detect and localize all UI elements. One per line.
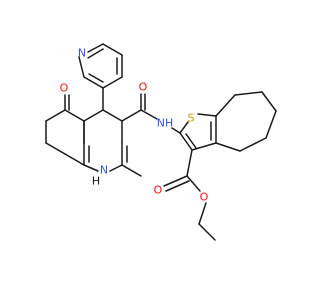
amide-linker [121, 93, 181, 134]
ring-nitrogen-hydrogen-label: H [92, 175, 100, 188]
ketone-oxygen-label: O [60, 82, 69, 95]
benzothiophene-ring [179, 91, 277, 152]
amide-nh-label: NH [157, 117, 174, 130]
atom-labels: O N O NH S O O N H [60, 47, 209, 204]
pyridine-nitrogen-label: N [78, 47, 86, 60]
pyridine-ring [78, 43, 123, 111]
amide-oxygen-label: O [139, 81, 148, 94]
molecule-structure: O N O NH S O O N H [45, 43, 277, 241]
ester-ether-oxygen-label: O [200, 191, 209, 204]
ring-nitrogen-label: N [100, 164, 108, 177]
quinolinone-core [45, 94, 142, 177]
ethyl-ester [163, 149, 216, 241]
molecule-diagram: O N O NH S O O N H [45, 43, 277, 241]
thiophene-sulfur-label: S [188, 112, 195, 125]
ester-carbonyl-oxygen-label: O [154, 184, 163, 197]
